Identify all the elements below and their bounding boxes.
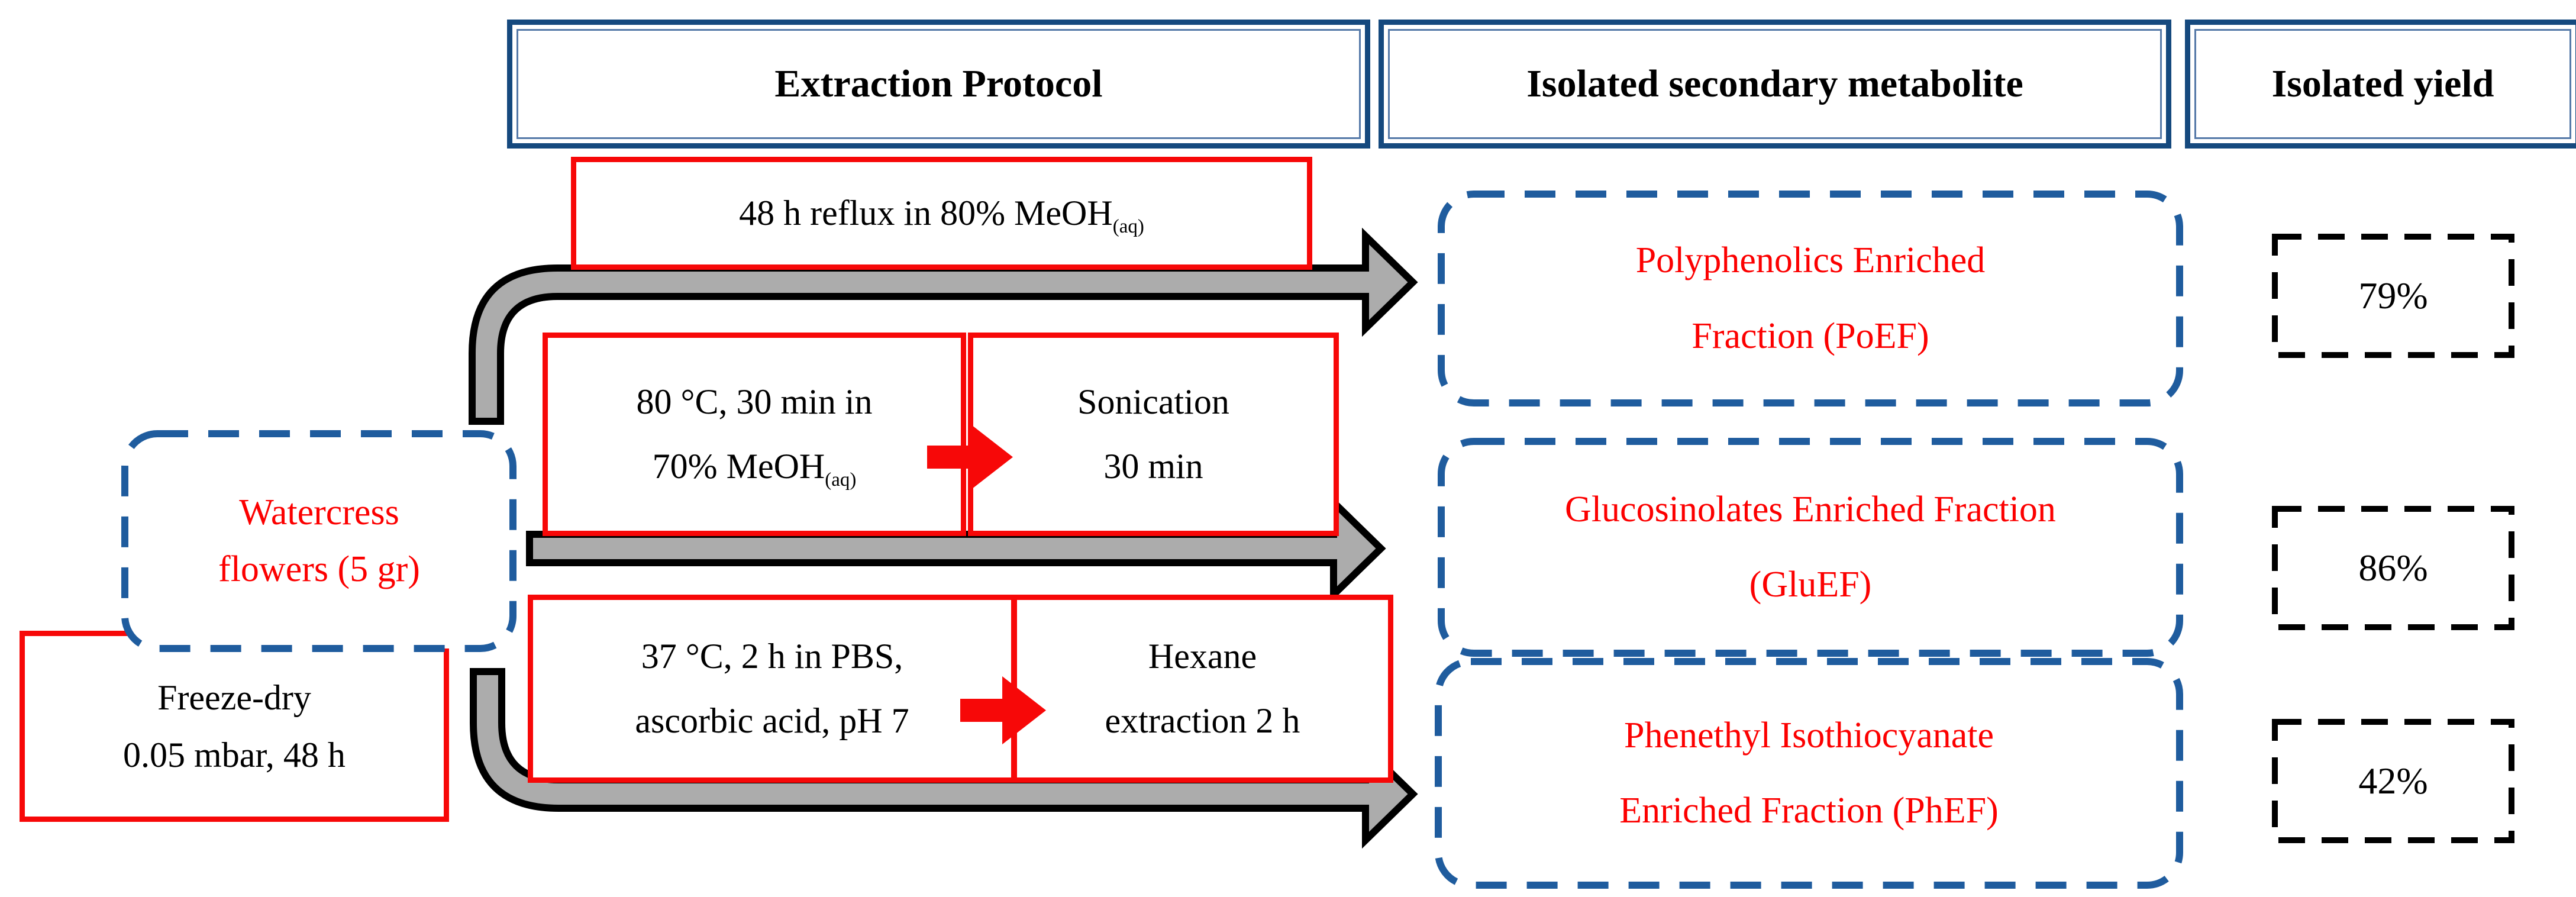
flow-arrow-bottom — [470, 668, 1418, 849]
freeze-dry-line1: Freeze-dry — [157, 677, 311, 717]
metabolite-box-gluef: Glucosinolates Enriched Fraction (GluEF) — [1438, 438, 2183, 657]
freeze-dry-line2: 0.05 mbar, 48 h — [123, 735, 346, 775]
yield-poef-border — [2272, 234, 2514, 358]
protocol-step-sonication-box: Sonication 30 min — [968, 333, 1339, 536]
yield-box-phef: 42% — [2272, 719, 2514, 843]
header-extraction-protocol-label: Extraction Protocol — [774, 62, 1103, 105]
yield-poef-value: 79% — [2358, 275, 2428, 317]
yield-gluef-border — [2272, 506, 2514, 630]
gluef-line1: Glucosinolates Enriched Fraction — [1565, 489, 2056, 530]
poef-line1: Polyphenolics Enriched — [1635, 240, 1986, 281]
phef-line2: Enriched Fraction (PhEF) — [1619, 790, 1999, 831]
yield-phef-border — [2272, 719, 2514, 843]
watercress-line2: flowers (5 gr) — [218, 548, 420, 589]
sonication-line2: 30 min — [1103, 447, 1203, 486]
protocol-step-meoh-80c-box: 80 °C, 30 min in 70% MeOH(aq) — [543, 333, 966, 536]
watercress-box-border — [121, 430, 517, 652]
poef-box-border — [1438, 191, 2183, 406]
metabolite-box-poef: Polyphenolics Enriched Fraction (PoEF) — [1438, 191, 2183, 406]
protocol-step-hexane-box: Hexane extraction 2 h — [1012, 595, 1393, 783]
pbs-37c-line1: 37 °C, 2 h in PBS, — [641, 637, 903, 676]
header-extraction-protocol: Extraction Protocol — [507, 20, 1370, 149]
header-isolated-yield-label: Isolated yield — [2271, 62, 2494, 105]
poef-line2: Fraction (PoEF) — [1691, 315, 1929, 356]
meoh-80c-line1: 80 °C, 30 min in — [636, 382, 873, 421]
freeze-dry-box: Freeze-dry 0.05 mbar, 48 h — [20, 631, 449, 822]
phef-box-border — [1435, 658, 2183, 889]
watercress-line1: Watercress — [239, 492, 399, 533]
hexane-line1: Hexane — [1148, 637, 1257, 676]
header-isolated-yield: Isolated yield — [2185, 20, 2576, 149]
phef-line1: Phenethyl Isothiocyanate — [1624, 715, 1994, 756]
metabolite-box-phef: Phenethyl Isothiocyanate Enriched Fracti… — [1435, 658, 2183, 889]
flow-arrow-top — [469, 227, 1418, 425]
header-isolated-metabolite-label: Isolated secondary metabolite — [1526, 62, 2023, 105]
yield-box-poef: 79% — [2272, 234, 2514, 358]
protocol-step-reflux-label: 48 h reflux in 80% MeOH(aq) — [739, 193, 1144, 237]
protocol-step-reflux-box: 48 h reflux in 80% MeOH(aq) — [571, 157, 1312, 270]
yield-box-gluef: 86% — [2272, 506, 2514, 630]
yield-phef-value: 42% — [2358, 760, 2428, 802]
header-isolated-metabolite: Isolated secondary metabolite — [1379, 20, 2171, 149]
yield-gluef-value: 86% — [2358, 547, 2428, 589]
hexane-line2: extraction 2 h — [1105, 701, 1300, 740]
meoh-80c-line2: 70% MeOH(aq) — [652, 447, 857, 491]
gluef-line2: (GluEF) — [1749, 564, 1872, 605]
pbs-37c-line2: ascorbic acid, pH 7 — [635, 701, 909, 740]
protocol-step-pbs-37c-box: 37 °C, 2 h in PBS, ascorbic acid, pH 7 — [528, 595, 1016, 783]
gluef-box-border — [1438, 438, 2183, 657]
sonication-line1: Sonication — [1077, 382, 1229, 421]
watercress-source-box: Watercress flowers (5 gr) — [121, 430, 517, 652]
